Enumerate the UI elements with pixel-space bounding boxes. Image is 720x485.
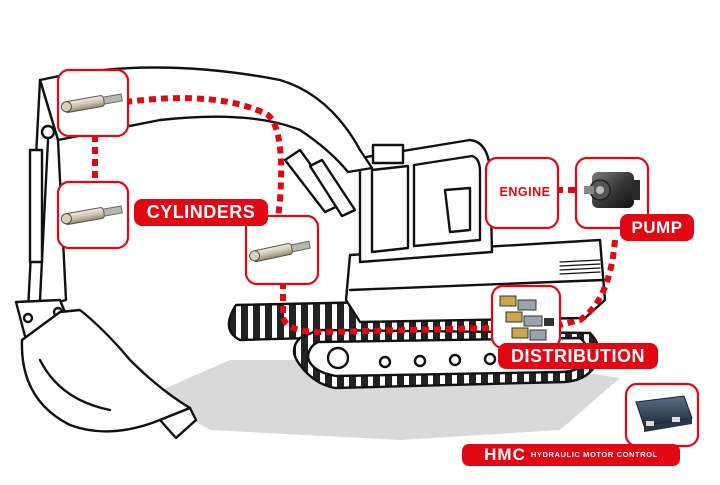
cylinder-box-middle [56,180,130,250]
engine-label: ENGINE [499,185,551,199]
cylinder-box-top [56,68,130,138]
pump-icon [584,172,640,208]
cylinders-label: CYLINDERS [134,199,268,226]
hmc-label: HMC HYDRAULIC MOTOR CONTROL [462,444,680,466]
distribution-box [490,284,562,350]
valve-block-icon [499,295,554,341]
hydraulic-lines [92,95,618,336]
hmc-acronym: HMC [484,445,526,464]
engine-box [484,156,560,230]
distribution-label: DISTRIBUTION [498,343,658,369]
hmc-box [624,382,700,448]
pump-label: PUMP [620,214,694,241]
hmc-full-name: HYDRAULIC MOTOR CONTROL [530,450,658,459]
cylinder-box-boom [244,214,320,286]
pump-box [574,156,650,230]
controller-icon [635,395,693,432]
